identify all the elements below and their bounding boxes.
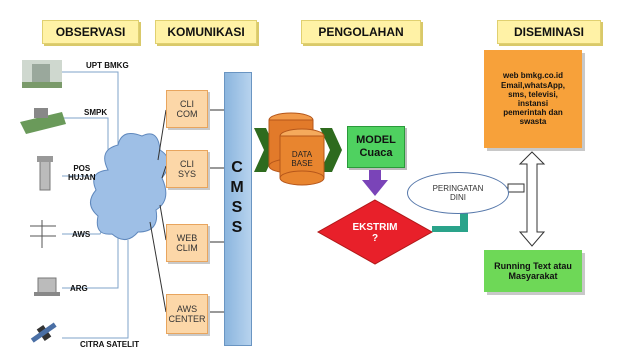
cms-label: C M S S xyxy=(224,158,250,238)
cms-letter: S xyxy=(231,199,243,216)
satellite-icon xyxy=(30,322,57,343)
komunikasi-box-clisys: CLI SYS xyxy=(166,150,208,188)
database-label: DATA BASE xyxy=(291,149,313,168)
model-cuaca-box: MODEL Cuaca xyxy=(347,126,405,168)
cms-letter: S xyxy=(231,219,243,236)
header-komunikasi: KOMUNIKASI xyxy=(155,20,257,44)
peringatan-dini-ellipse: PERINGATAN DINI xyxy=(407,172,509,214)
source-label-citra-satelit: CITRA SATELIT xyxy=(80,340,140,349)
smpk-icon xyxy=(20,108,66,134)
running-text-box: Running Text atau Masyarakat xyxy=(484,250,582,292)
source-label-arg: ARG xyxy=(70,284,88,293)
komunikasi-box-clicom: CLI COM xyxy=(166,90,208,128)
header-diseminasi: DISEMINASI xyxy=(497,20,601,44)
komunikasi-box-webclim: WEB CLIM xyxy=(166,224,208,262)
aws-icon xyxy=(30,220,56,248)
cms-letter: M xyxy=(230,179,244,196)
header-observasi: OBSERVASI xyxy=(42,20,139,44)
double-arrow-icon xyxy=(518,151,546,247)
network-cloud-icon xyxy=(90,133,169,240)
upt-bmkg-icon xyxy=(22,60,62,88)
arrow-down-icon xyxy=(362,166,388,196)
arg-icon xyxy=(34,277,60,296)
header-pengolahan: PENGOLAHAN xyxy=(301,20,421,44)
diseminasi-info-box: web bmkg.co.id Email,whatsApp, sms, tele… xyxy=(484,50,582,148)
source-label-upt-bmkg: UPT BMKG xyxy=(86,61,129,70)
source-label-pos-hujan: POS HUJAN xyxy=(68,164,96,182)
database-icon xyxy=(268,112,325,186)
ekstrim-diamond xyxy=(316,199,434,265)
cms-letter: C xyxy=(231,159,243,176)
komunikasi-box-aws-center: AWS CENTER xyxy=(166,294,208,334)
source-label-aws: AWS xyxy=(72,230,91,239)
ekstrim-label: EKSTRIM ? xyxy=(352,221,398,245)
source-label-smpk: SMPK xyxy=(84,108,108,117)
pos-hujan-icon xyxy=(37,156,53,191)
cms-bar xyxy=(224,72,252,346)
